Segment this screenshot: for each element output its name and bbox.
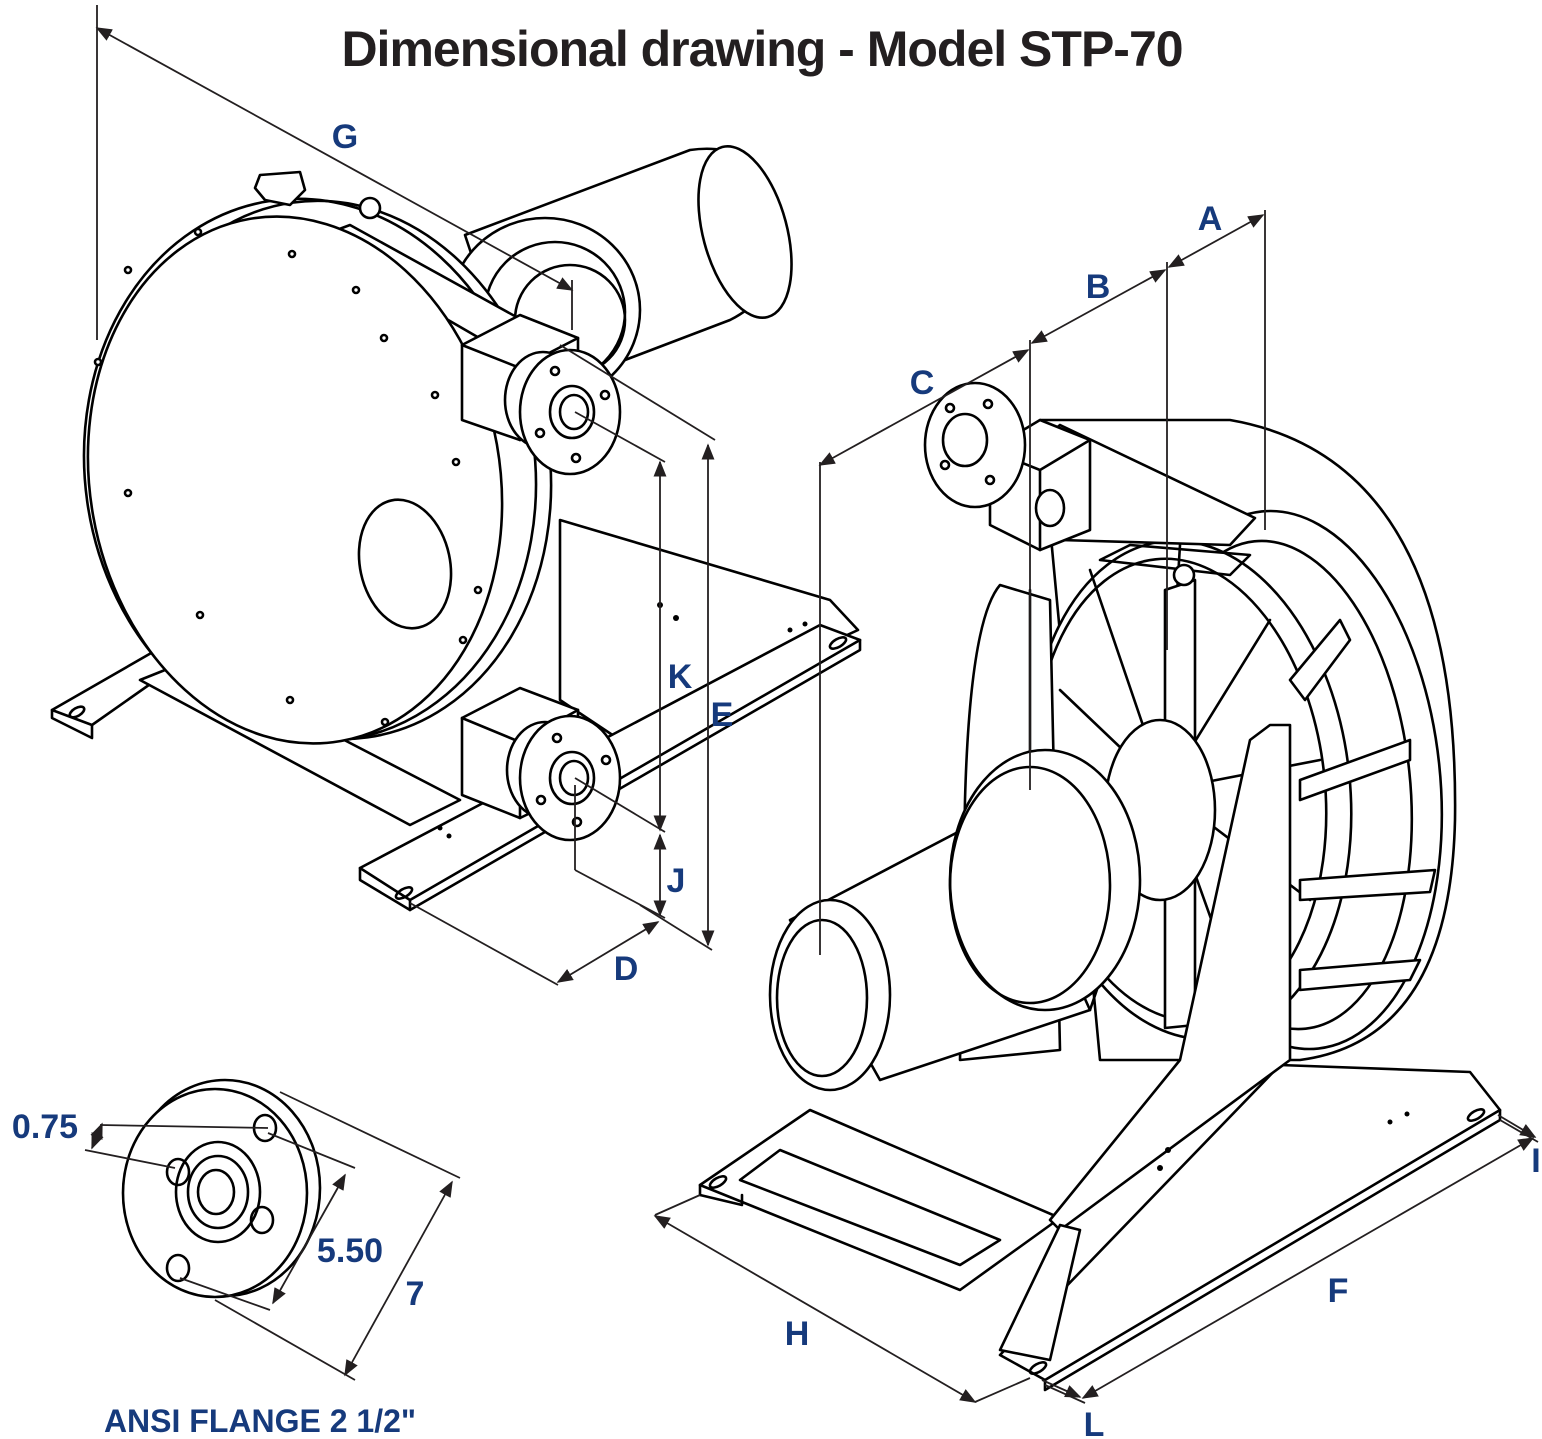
dim-label-h: H — [785, 1315, 810, 1353]
dim-label-a: A — [1198, 200, 1223, 238]
drawing-title: Dimensional drawing - Model STP-70 — [341, 21, 1182, 77]
base-frame-right — [698, 1063, 1502, 1392]
flange-bolt-circle-label: 5.50 — [317, 1232, 383, 1270]
dim-label-c: C — [910, 364, 935, 402]
support-leg-right — [1048, 723, 1292, 1232]
dim-label-g: G — [332, 118, 358, 156]
dimension-letters: G A B C K E J D I F H L — [332, 118, 1541, 1439]
dim-label-k: K — [668, 658, 693, 696]
dim-label-f: F — [1328, 1272, 1349, 1310]
flange-detail: 0.75 5.50 7 ANSI FLANGE 2 1/2" — [12, 1078, 461, 1439]
dimension-lines — [95, 5, 1539, 1404]
dim-label-j: J — [667, 862, 686, 900]
upper-port-left — [460, 313, 622, 476]
dim-label-l: L — [1084, 1406, 1105, 1439]
cover-hub — [357, 498, 453, 630]
motor-right — [768, 718, 1217, 1092]
dim-label-i: I — [1531, 1142, 1540, 1180]
dim-label-b: B — [1086, 268, 1111, 306]
flange-bolt-hole-label: 0.75 — [12, 1108, 78, 1146]
pump-front-view — [50, 145, 862, 912]
flange-outer-diameter-label: 7 — [406, 1275, 425, 1313]
port-right — [923, 381, 1092, 552]
flange-caption: ANSI FLANGE 2 1/2" — [104, 1403, 416, 1439]
lower-port-left — [460, 686, 622, 842]
dim-label-e: E — [711, 696, 734, 734]
dim-label-d: D — [614, 950, 639, 988]
